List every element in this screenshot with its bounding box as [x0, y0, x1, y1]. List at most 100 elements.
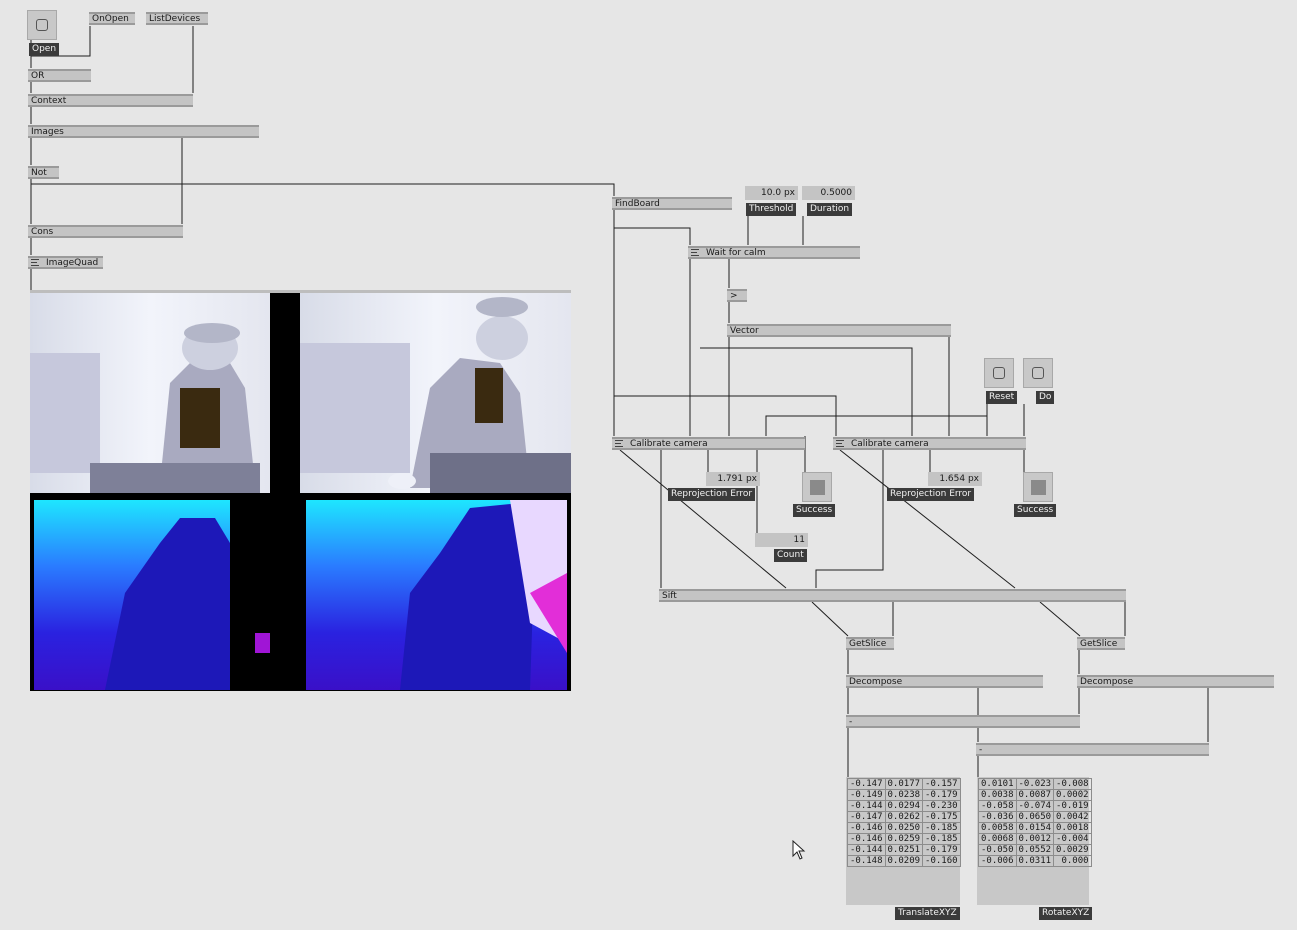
- node-onopen[interactable]: OnOpen: [89, 12, 135, 25]
- table-cell[interactable]: -0.004: [1053, 833, 1092, 845]
- threshold-label: Threshold: [746, 203, 797, 216]
- table-cell[interactable]: -0.175: [922, 811, 961, 823]
- table-cell[interactable]: 0.0087: [1015, 789, 1055, 801]
- success-2-label: Success: [1014, 504, 1057, 517]
- open-bang-button[interactable]: [27, 10, 57, 40]
- node-sift[interactable]: Sift: [659, 589, 1126, 602]
- table-cell[interactable]: 0.0068: [978, 833, 1017, 845]
- table-cell[interactable]: -0.146: [847, 822, 886, 834]
- table-cell[interactable]: 0.0012: [1015, 833, 1055, 845]
- table-cell[interactable]: 0.0650: [1015, 811, 1055, 823]
- node-label: Images: [31, 127, 64, 137]
- node-listdevices[interactable]: ListDevices: [146, 12, 208, 25]
- menu-icon[interactable]: [691, 249, 699, 256]
- node-label: ListDevices: [149, 14, 201, 24]
- rotate-xyz-label: RotateXYZ: [1039, 907, 1093, 920]
- table-cell[interactable]: 0.0552: [1015, 844, 1055, 856]
- node-decompose-1[interactable]: Decompose: [846, 675, 1043, 688]
- node-label: >: [730, 291, 738, 301]
- node-cons[interactable]: Cons: [28, 225, 183, 238]
- table-cell[interactable]: -0.144: [847, 800, 886, 812]
- table-cell[interactable]: -0.023: [1015, 778, 1055, 790]
- reset-bang-button[interactable]: [984, 358, 1014, 388]
- table-cell[interactable]: 0.0038: [978, 789, 1017, 801]
- node-wait-for-calm[interactable]: Wait for calm: [688, 246, 860, 259]
- node-label: OR: [31, 71, 45, 81]
- node-label: Context: [31, 96, 67, 106]
- table-cell[interactable]: 0.0238: [884, 789, 924, 801]
- table-cell[interactable]: 0.0311: [1015, 855, 1055, 867]
- table-cell[interactable]: -0.008: [1053, 778, 1092, 790]
- node-getslice-2[interactable]: GetSlice: [1077, 637, 1125, 650]
- node-decompose-2[interactable]: Decompose: [1077, 675, 1274, 688]
- table-cell[interactable]: -0.179: [922, 789, 961, 801]
- node-label: Decompose: [849, 677, 903, 687]
- node-calibrate-camera-2[interactable]: Calibrate camera: [833, 437, 1026, 450]
- menu-icon[interactable]: [31, 259, 39, 266]
- node-images[interactable]: Images: [28, 125, 259, 138]
- table-cell[interactable]: 0.0058: [978, 822, 1017, 834]
- node-calibrate-camera-1[interactable]: Calibrate camera: [612, 437, 805, 450]
- table-cell[interactable]: 0.0251: [884, 844, 924, 856]
- table-cell[interactable]: -0.050: [978, 844, 1017, 856]
- bang-icon: [36, 19, 48, 31]
- node-vector[interactable]: Vector: [727, 324, 951, 337]
- node-greater[interactable]: >: [727, 289, 747, 302]
- table-cell[interactable]: -0.160: [922, 855, 961, 867]
- table-cell[interactable]: -0.147: [847, 778, 886, 790]
- table-cell[interactable]: -0.006: [978, 855, 1017, 867]
- table-cell[interactable]: -0.185: [922, 822, 961, 834]
- table-cell[interactable]: 0.0177: [884, 778, 924, 790]
- table-cell[interactable]: -0.149: [847, 789, 886, 801]
- table-cell[interactable]: 0.0154: [1015, 822, 1055, 834]
- table-cell[interactable]: 0.0029: [1053, 844, 1092, 856]
- table-cell[interactable]: 0.0259: [884, 833, 924, 845]
- table-cell[interactable]: -0.179: [922, 844, 961, 856]
- duration-value[interactable]: 0.5000: [802, 186, 855, 200]
- table-cell[interactable]: -0.146: [847, 833, 886, 845]
- table-cell[interactable]: 0.0250: [884, 822, 924, 834]
- node-not[interactable]: Not: [28, 166, 59, 179]
- table-cell[interactable]: -0.036: [978, 811, 1017, 823]
- menu-icon[interactable]: [615, 440, 623, 447]
- node-getslice-1[interactable]: GetSlice: [846, 637, 894, 650]
- table-cell[interactable]: 0.0042: [1053, 811, 1092, 823]
- table-cell[interactable]: -0.157: [922, 778, 961, 790]
- node-label: Vector: [730, 326, 759, 336]
- node-imagequad[interactable]: ImageQuad: [28, 256, 103, 269]
- table-cell[interactable]: -0.074: [1015, 800, 1055, 812]
- table-cell[interactable]: 0.000: [1053, 855, 1092, 867]
- table-cell[interactable]: -0.230: [922, 800, 961, 812]
- table-cell[interactable]: 0.0018: [1053, 822, 1092, 834]
- menu-icon[interactable]: [836, 440, 844, 447]
- table-cell[interactable]: -0.185: [922, 833, 961, 845]
- node-or[interactable]: OR: [28, 69, 91, 82]
- table-cell[interactable]: 0.0209: [884, 855, 924, 867]
- table-cell[interactable]: -0.147: [847, 811, 886, 823]
- table-cell[interactable]: 0.0002: [1053, 789, 1092, 801]
- table-cell[interactable]: -0.148: [847, 855, 886, 867]
- duration-label: Duration: [807, 203, 853, 216]
- node-minus-2[interactable]: -: [976, 743, 1209, 756]
- open-label: Open: [29, 43, 60, 56]
- table-cell[interactable]: 0.0294: [884, 800, 924, 812]
- node-findboard[interactable]: FindBoard: [612, 197, 732, 210]
- table-cell[interactable]: -0.144: [847, 844, 886, 856]
- table-cell[interactable]: -0.019: [1053, 800, 1092, 812]
- do-bang-button[interactable]: [1023, 358, 1053, 388]
- threshold-value[interactable]: 10.0 px: [745, 186, 798, 200]
- node-context[interactable]: Context: [28, 94, 193, 107]
- table-cell[interactable]: 0.0101: [978, 778, 1017, 790]
- node-minus-1[interactable]: -: [846, 715, 1080, 728]
- table-cell[interactable]: -0.058: [978, 800, 1017, 812]
- image-quad-viewer[interactable]: [30, 290, 571, 691]
- table-cell[interactable]: 0.0262: [884, 811, 924, 823]
- node-label: Calibrate camera: [630, 439, 708, 449]
